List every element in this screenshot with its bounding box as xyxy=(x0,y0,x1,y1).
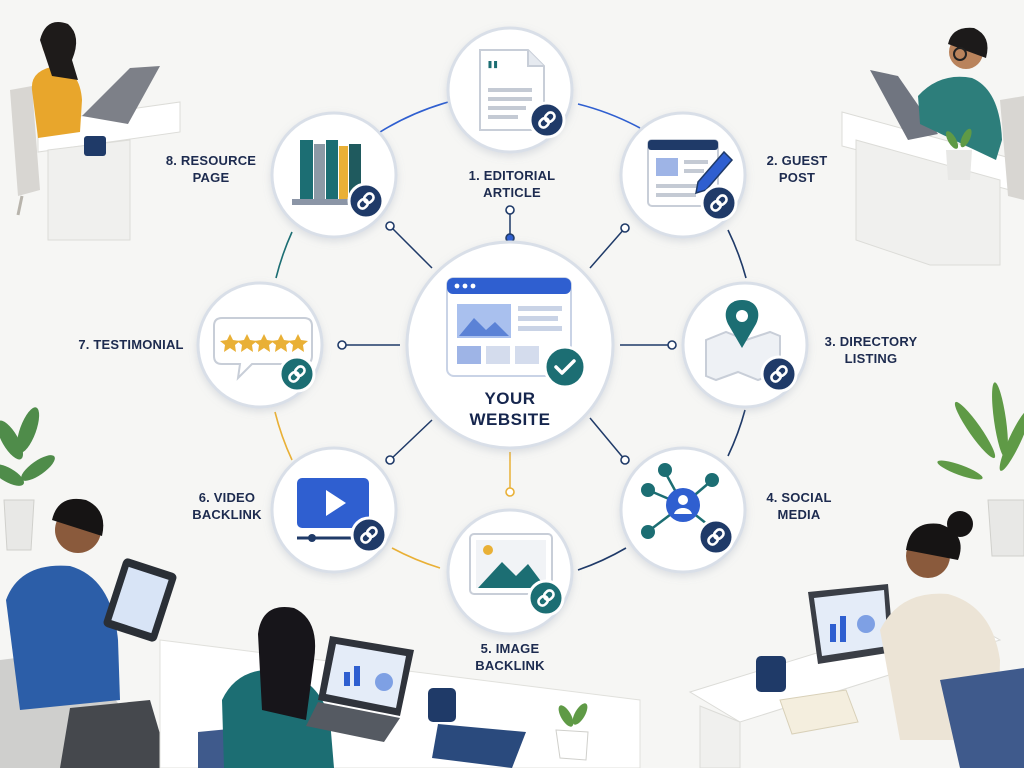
books-icon xyxy=(292,140,370,205)
center-label-line2: WEBSITE xyxy=(469,410,551,429)
label-resource-page: 8. RESOURCE PAGE xyxy=(165,153,257,185)
link-badge-icon xyxy=(527,579,565,617)
check-badge-icon xyxy=(543,345,587,389)
person-laptop-bottom-icon xyxy=(159,607,641,768)
label-editorial-article: 1. EDITORIAL ARTICLE xyxy=(468,168,556,200)
plant-left-icon xyxy=(0,407,55,551)
person-laptop-bottom-right-icon xyxy=(688,511,1024,768)
label-testimonial: 7. TESTIMONIAL xyxy=(78,337,184,352)
person-laptop-top-left-icon xyxy=(10,22,181,241)
website-icon xyxy=(446,277,572,377)
image-icon xyxy=(469,533,553,595)
label-directory-listing: 3. DIRECTORY LISTING xyxy=(824,334,918,366)
browser-pen-icon xyxy=(647,139,734,207)
plant-right-icon xyxy=(937,382,1024,557)
connector-dots xyxy=(337,205,677,497)
label-image-backlink: 5. IMAGE BACKLINK xyxy=(475,641,545,673)
link-badge-icon xyxy=(347,182,385,220)
svg-text:": " xyxy=(486,57,500,87)
link-badge-icon xyxy=(700,184,738,222)
person-tablet-icon xyxy=(0,498,177,768)
label-guest-post: 2. GUEST POST xyxy=(766,153,828,185)
connectors xyxy=(342,210,672,492)
center-label: YOUR WEBSITE xyxy=(430,388,590,430)
person-laptop-top-right-icon xyxy=(841,27,1024,266)
link-badge-icon xyxy=(350,516,388,554)
social-network-icon xyxy=(641,463,719,539)
quote-document-icon: " xyxy=(479,49,545,131)
link-badge-icon xyxy=(697,518,735,556)
link-badge-icon xyxy=(528,101,566,139)
label-social-media: 4. SOCIAL MEDIA xyxy=(766,490,832,522)
link-badge-icon xyxy=(278,355,316,393)
label-video-backlink: 6. VIDEO BACKLINK xyxy=(192,490,262,522)
center-label-line1: YOUR xyxy=(484,389,536,408)
link-badge-icon xyxy=(760,355,798,393)
